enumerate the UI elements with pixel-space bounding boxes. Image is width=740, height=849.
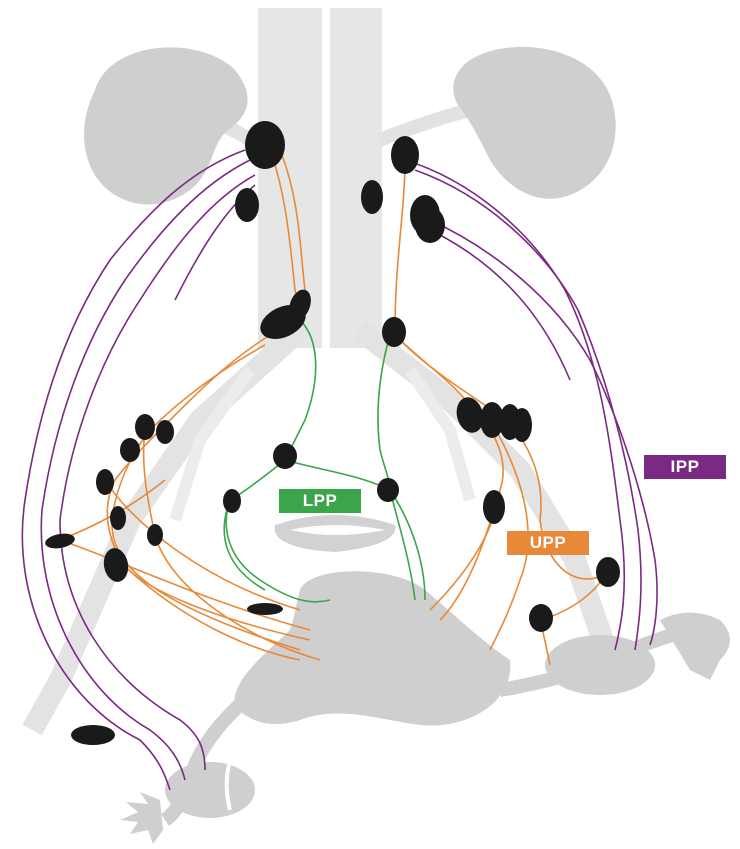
lymph-node xyxy=(247,603,283,615)
aorta xyxy=(330,8,382,348)
lymph-node xyxy=(391,136,419,174)
lymph-node xyxy=(273,443,297,469)
lymph-node xyxy=(223,489,241,513)
right-renal-vessel xyxy=(380,110,470,140)
lymph-node xyxy=(377,478,399,502)
lymph-node xyxy=(110,506,126,530)
upp-vessel xyxy=(395,160,405,330)
lymph-node xyxy=(120,438,140,462)
lymph-node xyxy=(44,532,76,551)
right-kidney xyxy=(453,47,615,199)
lymph-node xyxy=(71,725,115,745)
upp-label: UPP xyxy=(507,531,589,555)
left-kidney xyxy=(84,47,248,204)
upp-vessel xyxy=(440,505,495,620)
lymph-node xyxy=(529,604,553,632)
lymph-node xyxy=(245,121,285,169)
lymph-node xyxy=(135,414,155,440)
lymph-node xyxy=(483,490,505,524)
lpp-label: LPP xyxy=(279,489,361,513)
ipp-vessel xyxy=(41,160,250,780)
right-fimbriae xyxy=(660,613,730,681)
uterus xyxy=(235,571,511,725)
lymph-node xyxy=(415,207,445,243)
lymph-node xyxy=(596,557,620,587)
lymph-node xyxy=(156,420,174,444)
left-fimbriae xyxy=(120,792,163,844)
lymph-node xyxy=(512,408,532,442)
lpp-vessel xyxy=(285,460,390,490)
right-ovary xyxy=(545,635,655,695)
left-ovary xyxy=(165,762,255,818)
lymph-node xyxy=(235,188,259,222)
lymph-node xyxy=(147,524,163,546)
lymph-node xyxy=(361,180,383,214)
ipp-label: IPP xyxy=(644,455,726,479)
lymph-node xyxy=(382,317,406,347)
ipp-vessel xyxy=(430,220,657,645)
lymph-node xyxy=(96,469,114,495)
